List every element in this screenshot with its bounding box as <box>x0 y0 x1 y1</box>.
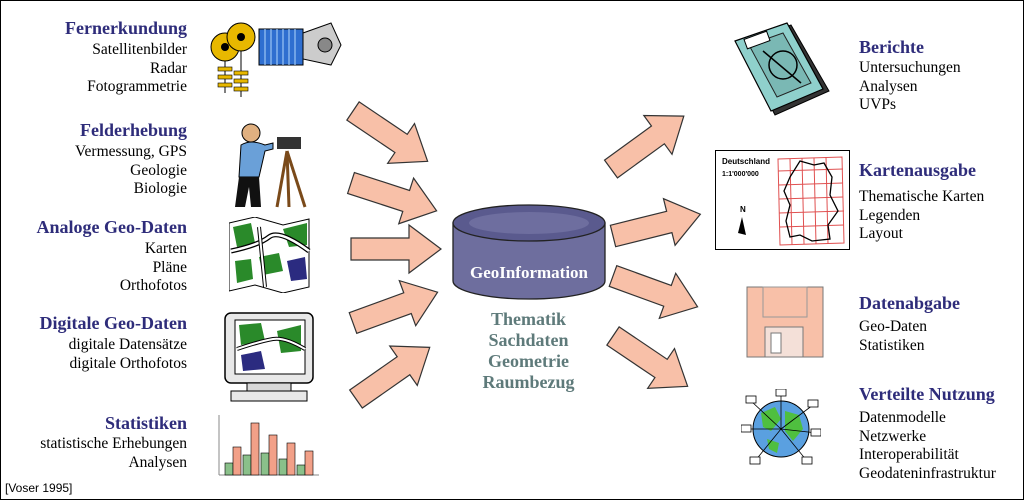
report-book-icon <box>734 22 830 116</box>
list-item: Orthofotos <box>119 277 187 294</box>
list-item: Biologie <box>133 180 187 197</box>
printed-map-icon: Deutschland 1:1'000'000 N <box>715 150 850 250</box>
input-heading-fernerkundung: Fernerkundung <box>64 18 187 38</box>
map-scale: 1:1'000'000 <box>722 171 759 178</box>
list-item: Geologie <box>130 161 187 179</box>
list-item: statistische Erhebungen <box>40 435 187 452</box>
input-heading-digitale: Digitale Geo-Daten <box>39 313 187 333</box>
output-heading-verteilte-nutzung: Verteilte Nutzung <box>859 384 995 404</box>
list-item: Sachdaten <box>488 330 569 350</box>
input-arrow <box>344 269 447 347</box>
output-items-berichte: Untersuchungen Analysen UVPs <box>859 59 961 115</box>
output-items-verteilte-nutzung: Datenmodelle Netzwerke Interoperabilität… <box>859 409 996 483</box>
north-label: N <box>740 205 746 214</box>
database-cylinder-icon <box>452 204 606 300</box>
list-item: Layout <box>859 225 903 242</box>
input-heading-analoge: Analoge Geo-Daten <box>36 217 187 237</box>
output-heading-berichte: Berichte <box>859 37 924 57</box>
list-item: Legenden <box>859 206 921 224</box>
output-arrow <box>604 252 707 330</box>
input-items-fernerkundung: Satellitenbilder Radar Fotogrammetrie <box>87 41 187 97</box>
floppy-disk-icon <box>746 286 824 358</box>
output-heading-datenabgabe: Datenabgabe <box>859 293 961 313</box>
globe-network-icon <box>741 389 821 465</box>
source-citation: [Voser 1995] <box>5 481 73 495</box>
list-item: digitale Orthofotos <box>69 354 187 372</box>
list-item: Geodateninfrastruktur <box>859 464 996 482</box>
computer-monitor-icon <box>224 312 314 402</box>
output-heading-kartenausgabe: Kartenausgabe <box>859 160 976 180</box>
list-item: Interoperabilität <box>859 446 959 463</box>
output-arrow <box>606 190 707 260</box>
map-title: Deutschland <box>722 157 771 166</box>
output-items-kartenausgabe: Thematische Karten Legenden Layout <box>859 188 984 244</box>
list-item: digitale Datensätze <box>68 336 187 353</box>
list-item: Untersuchungen <box>859 59 961 76</box>
list-item: Thematische Karten <box>859 188 985 205</box>
germany-map-icon <box>738 156 845 246</box>
list-item: Raumbezug <box>482 372 575 392</box>
input-items-analoge: Karten Pläne Orthofotos <box>120 240 187 296</box>
input-arrow <box>350 224 442 274</box>
list-item: UVPs <box>859 96 897 113</box>
list-item: Netzwerke <box>859 427 927 445</box>
input-heading-statistiken: Statistiken <box>104 413 187 433</box>
map-icon <box>229 217 311 293</box>
list-item: Karten <box>144 240 187 257</box>
list-item: Analysen <box>859 77 918 95</box>
output-arrow <box>596 96 699 190</box>
list-item: Geo-Daten <box>859 318 927 335</box>
output-items-datenabgabe: Geo-Daten Statistiken <box>859 318 927 355</box>
input-items-digitale: digitale Datensätze digitale Orthofotos <box>69 336 187 373</box>
center-title: GeoInformation <box>470 263 589 282</box>
center-items: Thematik Sachdaten Geometrie Raumbezug <box>441 309 616 393</box>
list-item: Vermessung, GPS <box>75 143 187 160</box>
list-item: Fotogrammetrie <box>87 78 187 95</box>
input-heading-felderhebung: Felderhebung <box>79 120 187 140</box>
list-item: Analysen <box>128 453 187 471</box>
input-arrow <box>342 159 445 235</box>
input-arrow <box>338 90 442 182</box>
list-item: Statistiken <box>859 336 925 354</box>
surveyor-icon <box>235 123 307 208</box>
input-arrow <box>341 327 445 420</box>
list-item: Geometrie <box>488 351 569 371</box>
input-items-felderhebung: Vermessung, GPS Geologie Biologie <box>75 143 187 199</box>
list-item: Datenmodelle <box>859 409 946 426</box>
input-items-statistiken: statistische Erhebungen Analysen <box>40 435 187 472</box>
list-item: Pläne <box>152 258 187 276</box>
list-item: Radar <box>149 59 187 77</box>
satellite-icon <box>210 22 342 97</box>
list-item: Thematik <box>490 309 566 329</box>
list-item: Satellitenbilder <box>92 41 187 58</box>
bar-chart-icon <box>218 415 319 476</box>
